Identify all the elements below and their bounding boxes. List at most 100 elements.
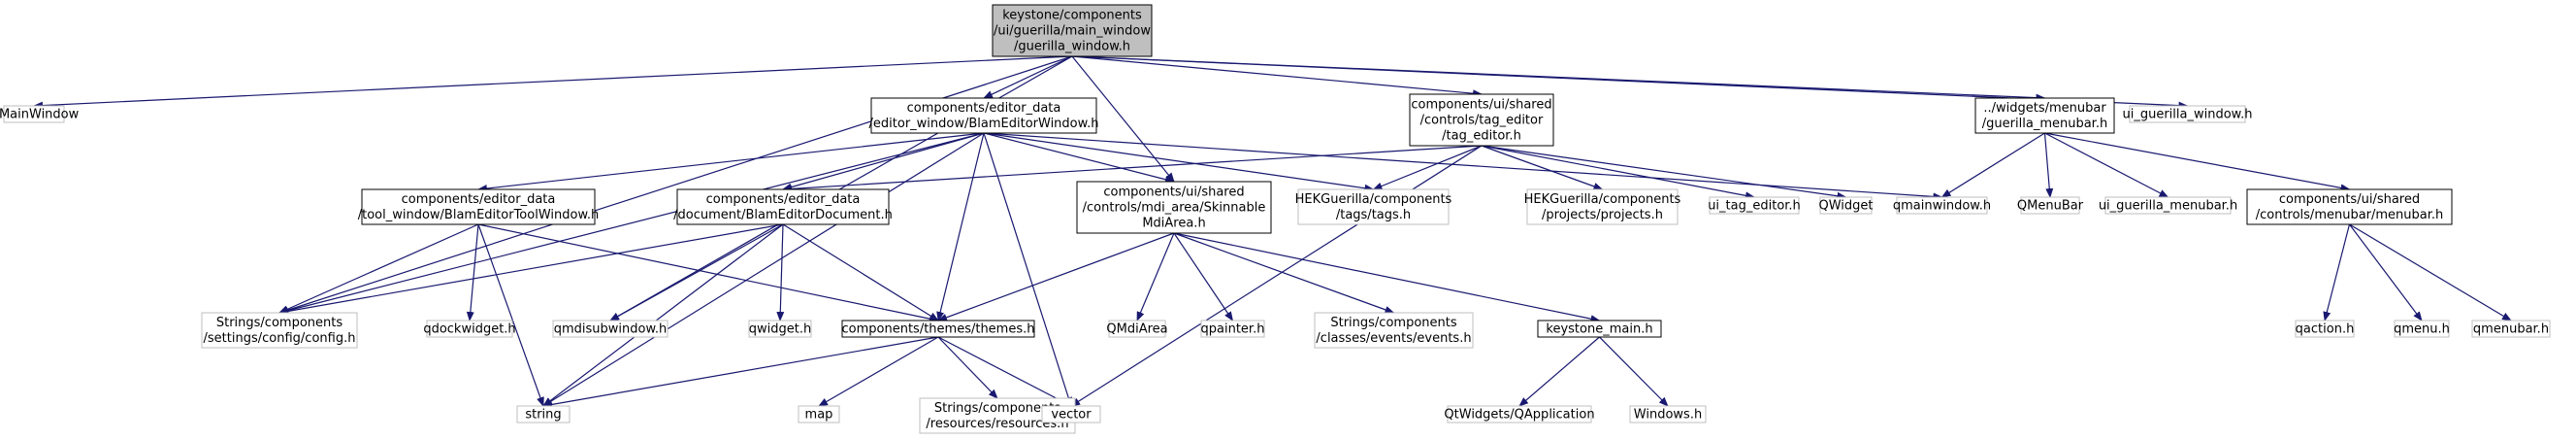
edge-blam_editor_document-to-themes_h — [782, 223, 939, 322]
node-label-line: ../widgets/menubar — [1983, 101, 2106, 116]
node-box — [1896, 196, 1988, 215]
node-label-line: QMdiArea — [1106, 322, 1167, 337]
node-tag_editor[interactable]: components/ui/shared/controls/tag_editor… — [1409, 93, 1554, 147]
node-label-line: string — [525, 408, 561, 423]
node-label-line: MdiArea.h — [1142, 217, 1205, 231]
edge-tag_editor-to-hek_tags — [1372, 145, 1483, 190]
edge-menubar_h-to-qaction — [2323, 223, 2351, 322]
node-label-line: ui_guerilla_window.h — [2123, 108, 2253, 122]
node-label-line: /tags/tags.h — [1336, 208, 1411, 222]
node-box — [1108, 320, 1166, 338]
node-box — [748, 320, 812, 338]
node-label-line: components/ui/shared — [1103, 186, 1244, 200]
node-label-line: /controls/tag_editor — [1420, 114, 1544, 128]
node-box — [992, 4, 1153, 57]
edge-tag_editor-to-ui_tag_editor — [1481, 145, 1755, 200]
node-label-line: components/editor_data — [706, 192, 861, 207]
node-label-line: HEKGuerilla/components — [1295, 192, 1452, 207]
edge-root-to-tag_editor — [1071, 55, 1483, 98]
node-box — [361, 188, 596, 225]
node-qwidget_cls: QWidget — [1818, 196, 1874, 215]
node-box — [1974, 97, 2115, 134]
node-themes_h[interactable]: components/themes/themes.h — [841, 320, 1035, 338]
node-events_h: Strings/components/classes/events/events… — [1314, 312, 1474, 349]
node-ui_guerilla_window: ui_guerilla_window.h — [2123, 105, 2253, 123]
edge-themes_h-to-string — [542, 336, 939, 409]
node-blam_editor_tool_window[interactable]: components/editor_data/tool_window/BlamE… — [358, 188, 600, 225]
node-label-line: /guerilla_window.h — [1014, 40, 1130, 54]
node-ui_tag_editor: ui_tag_editor.h — [1708, 196, 1801, 215]
node-box — [1297, 188, 1450, 225]
node-box — [426, 320, 513, 338]
node-label-line: qmdisubwindow.h — [554, 322, 668, 337]
edge-blam_editor_window-to-config_h — [278, 132, 985, 315]
node-box — [201, 312, 358, 349]
edge-tag_editor-to-blam_editor_document — [782, 145, 1483, 193]
edge-tag_editor-to-qwidget_cls — [1481, 145, 1847, 200]
node-box — [516, 405, 571, 423]
node-qdockwidget: qdockwidget.h — [423, 320, 516, 338]
node-qmenubar_h: qmenubar.h — [2471, 320, 2551, 338]
edge-root-to-config_h — [278, 55, 1073, 315]
node-guerilla_menubar[interactable]: ../widgets/menubar/guerilla_menubar.h — [1974, 97, 2115, 134]
edge-blam_editor_window-to-vector — [983, 132, 1073, 407]
node-box — [552, 320, 668, 338]
node-label-line: qmenubar.h — [2473, 322, 2549, 337]
node-label-line: /ui/guerilla/main_window — [994, 24, 1151, 39]
node-qmainwindow_cls: QMainWindow — [0, 105, 80, 123]
node-label-line: /projects/projects.h — [1542, 208, 1663, 222]
edge-blam_editor_document-to-qwidget_h — [776, 223, 785, 322]
edge-blam_editor_tool_window-to-qdockwidget — [466, 223, 479, 322]
node-label-line: keystone/components — [1002, 9, 1142, 23]
edge-blam_editor_window-to-skinnable_mdi_area — [983, 132, 1175, 184]
node-label-line: Windows.h — [1634, 408, 1702, 423]
edge-guerilla_menubar-to-qmenubar_cls — [2043, 132, 2054, 198]
node-box — [676, 188, 890, 225]
node-label-line: components/ui/shared — [1411, 98, 1551, 113]
node-blam_editor_window[interactable]: components/editor_data/editor_window/Bla… — [869, 97, 1099, 134]
node-label-line: qwidget.h — [749, 322, 811, 337]
edge-root-to-qmainwindow_cls — [33, 55, 1073, 110]
edge-blam_editor_window-to-themes_h — [936, 132, 985, 322]
node-qmdiarea: QMdiArea — [1106, 320, 1168, 338]
node-string: string — [516, 405, 571, 423]
node-box — [1537, 320, 1662, 338]
node-qpainter: qpainter.h — [1200, 320, 1265, 338]
node-label-line: QWidget — [1818, 199, 1873, 214]
node-box — [2129, 105, 2246, 123]
node-label-line: map — [805, 408, 833, 423]
node-label-line: components/ui/shared — [2279, 192, 2420, 207]
node-label-line: QMainWindow — [0, 108, 80, 122]
node-map: map — [798, 405, 840, 423]
node-label-line: qmainwindow.h — [1893, 199, 1991, 214]
edge-blam_editor_window-to-string — [542, 132, 985, 407]
node-label-line: qpainter.h — [1201, 322, 1265, 337]
edge-blam_editor_window-to-blam_editor_tool_window — [477, 132, 985, 192]
node-windows_h: Windows.h — [1629, 405, 1707, 423]
node-qmainwindow_h: qmainwindow.h — [1893, 196, 1991, 215]
node-menubar_h[interactable]: components/ui/shared/controls/menubar/me… — [2246, 188, 2453, 225]
node-label-line: /editor_window/BlamEditorWindow.h — [869, 117, 1099, 131]
node-label-line: /controls/mdi_area/Skinnable — [1083, 201, 1266, 216]
node-blam_editor_document[interactable]: components/editor_data/document/BlamEdit… — [673, 188, 893, 225]
edge-blam_editor_window-to-qmainwindow_h — [983, 132, 1943, 201]
node-label-line: components/editor_data — [402, 192, 556, 207]
node-label-line: /classes/events/events.h — [1316, 331, 1471, 346]
edge-blam_editor_window-to-hek_tags — [983, 132, 1375, 192]
edge-blam_editor_tool_window-to-config_h — [278, 223, 479, 314]
edge-blam_editor_tool_window-to-string — [477, 223, 544, 407]
node-label-line: /document/BlamEditorDocument.h — [673, 208, 893, 222]
node-label-line: /controls/menubar/menubar.h — [2256, 208, 2444, 222]
node-root[interactable]: keystone/components/ui/guerilla/main_win… — [992, 4, 1153, 57]
edge-root-to-blam_editor_window — [983, 55, 1073, 99]
edge-guerilla_menubar-to-menubar_h — [2044, 132, 2351, 192]
edge-skinnable_mdi_area-to-themes_h — [937, 232, 1175, 322]
node-hek_tags: HEKGuerilla/components/tags/tags.h — [1295, 188, 1452, 225]
node-skinnable_mdi_area[interactable]: components/ui/shared/controls/mdi_area/S… — [1076, 181, 1272, 234]
node-label-line: Strings/components — [216, 316, 342, 330]
node-box — [2246, 188, 2453, 225]
node-box — [2394, 320, 2450, 338]
node-keystone_main[interactable]: keystone_main.h — [1537, 320, 1662, 338]
edge-guerilla_menubar-to-qmainwindow_h — [1940, 132, 2045, 198]
